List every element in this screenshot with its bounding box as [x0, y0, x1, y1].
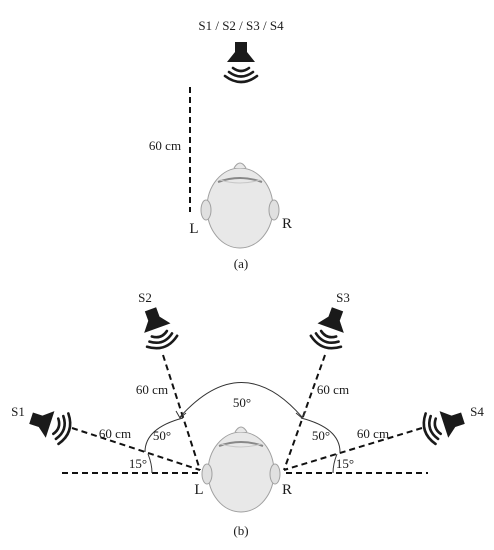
speaker-icon	[307, 302, 354, 354]
angle-label-left-lower: 15°	[129, 456, 147, 471]
angle-arc-front	[179, 382, 303, 418]
distance-label-s3: 60 cm	[317, 382, 349, 397]
angle-arc-right-lower	[332, 453, 338, 474]
caption-a: (a)	[234, 256, 248, 271]
line-s3-right	[283, 354, 326, 471]
right-ear-label-a: R	[282, 216, 292, 232]
distance-label-s2: 60 cm	[136, 382, 168, 397]
speaker-label-s4: S4	[470, 404, 484, 419]
angle-arc-left-lower	[147, 453, 153, 474]
distance-label-a: 60 cm	[149, 138, 181, 153]
arrow-head-left	[175, 410, 187, 419]
speaker-icon	[223, 40, 259, 84]
line-s1-left	[71, 427, 201, 471]
speaker-label-a: S1 / S2 / S3 / S4	[198, 18, 284, 33]
panel-b: S2 S3 S1 S4 50° 50° 50°	[11, 290, 484, 538]
speaker-icon	[134, 302, 181, 354]
angle-label-left-inner: 50°	[153, 428, 171, 443]
line-s4-right	[283, 427, 423, 471]
left-ear-label-a: L	[189, 221, 198, 237]
angle-label-right-lower: 15°	[336, 456, 354, 471]
speaker-label-s1: S1	[11, 404, 25, 419]
angle-arc-left-inner	[144, 417, 184, 453]
head-top-view-icon	[200, 162, 280, 249]
head-top-view-icon	[201, 426, 281, 513]
left-ear-label-b: L	[194, 482, 203, 498]
panel-a: S1 / S2 / S3 / S4 60 cm L R (a)	[149, 18, 292, 271]
line-s2-left	[162, 354, 201, 471]
speaker-icon	[24, 401, 76, 448]
speaker-icon	[418, 401, 470, 448]
distance-label-s1: 60 cm	[99, 426, 131, 441]
angle-arc-right-inner	[300, 417, 341, 453]
right-ear-label-b: R	[282, 482, 292, 498]
angle-label-right-inner: 50°	[312, 428, 330, 443]
speaker-label-s3: S3	[336, 290, 350, 305]
angle-label-front: 50°	[233, 395, 251, 410]
caption-b: (b)	[233, 523, 248, 538]
speaker-label-s2: S2	[138, 290, 152, 305]
distance-label-s4: 60 cm	[357, 426, 389, 441]
